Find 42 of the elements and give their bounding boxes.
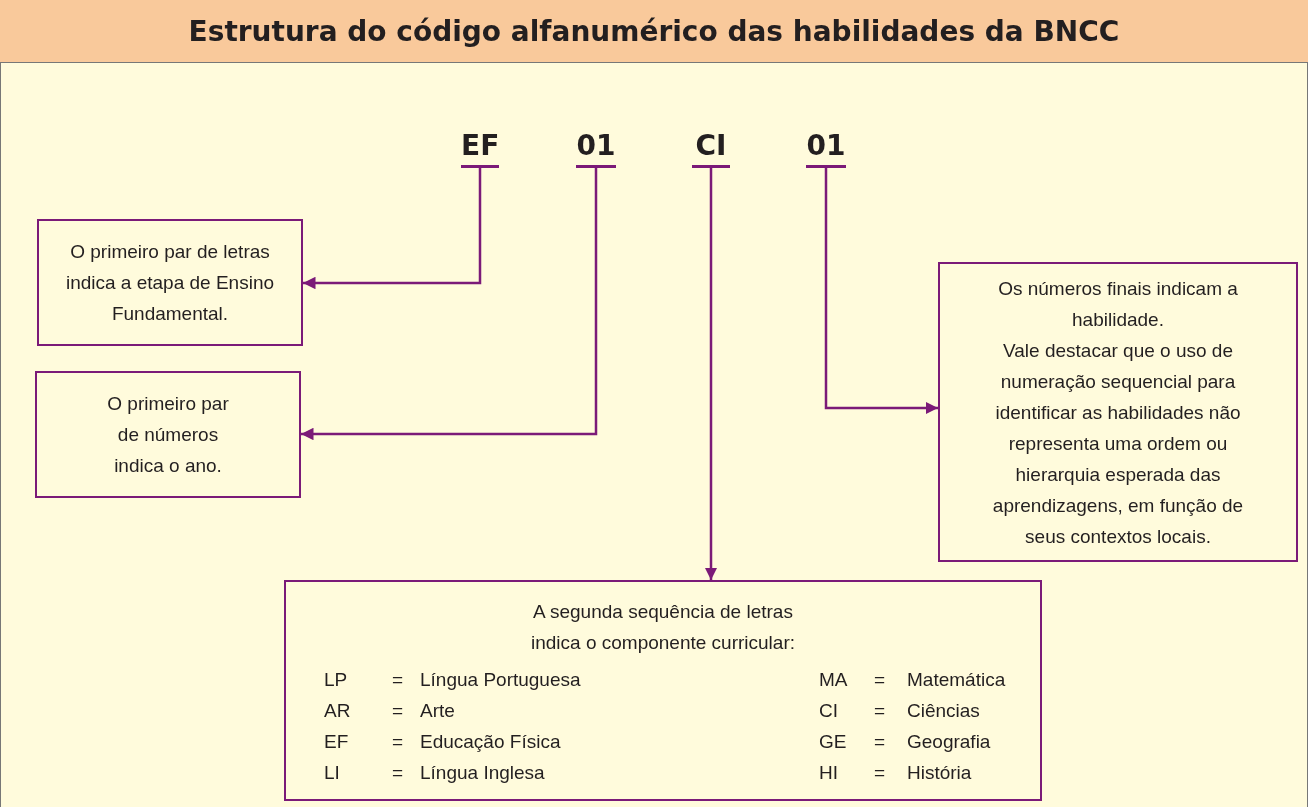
leader-arrow (303, 168, 482, 290)
callout-text: A segunda sequência de letras indica o componente curricular: (530, 600, 796, 655)
subject-name: História (907, 761, 973, 785)
callout-box (938, 262, 1298, 562)
callout-box (284, 580, 1042, 801)
subject-name: Língua Inglesa (420, 761, 546, 785)
equals-sign: = (874, 761, 887, 785)
equals-sign: = (392, 699, 405, 723)
subject-name: Língua Portuguesa (420, 668, 582, 692)
subject-name: Matemática (907, 668, 1007, 692)
diagram-title: Estrutura do código alfanumérico das habilidades da BNCC (0, 0, 1308, 63)
equals-sign: = (392, 668, 405, 692)
callout-text: Os números finais indicam a habilidade. (997, 276, 1239, 332)
subject-name: Geografia (907, 730, 992, 754)
subject-code: MA (819, 668, 849, 692)
subject-code: EF (324, 730, 350, 754)
subject-code: HI (819, 761, 839, 785)
code-segment: 01 (576, 128, 616, 168)
subject-code: GE (819, 730, 848, 754)
code-segment: 01 (806, 128, 846, 168)
equals-sign: = (874, 668, 887, 692)
leader-arrow (824, 168, 938, 415)
code-segment: CI (692, 128, 730, 168)
leader-arrow (301, 168, 598, 441)
subject-code: CI (819, 699, 839, 723)
equals-sign: = (874, 699, 887, 723)
leader-arrow (704, 168, 718, 580)
callout-box (37, 219, 303, 346)
equals-sign: = (392, 761, 405, 785)
subject-code: LP (324, 668, 349, 692)
subject-name: Educação Física (420, 730, 562, 754)
callout-text: Vale destacar que o uso de numeração sequencial para identificar as habilidades não representa uma ordem ou hierarquia esperada das aprendizagens, em função de seus contextos locais. (991, 338, 1245, 549)
equals-sign: = (392, 730, 405, 754)
subject-code: AR (324, 699, 352, 723)
equals-sign: = (874, 730, 887, 754)
callout-box (35, 371, 301, 498)
subject-name: Arte (420, 699, 456, 723)
subject-code: LI (324, 761, 341, 785)
callout-text: O primeiro par de letras indica a etapa de Ensino Fundamental. (64, 240, 276, 326)
subject-name: Ciências (907, 699, 981, 723)
code-segment: EF (461, 128, 499, 168)
callout-text: O primeiro par de números indica o ano. (106, 392, 230, 478)
